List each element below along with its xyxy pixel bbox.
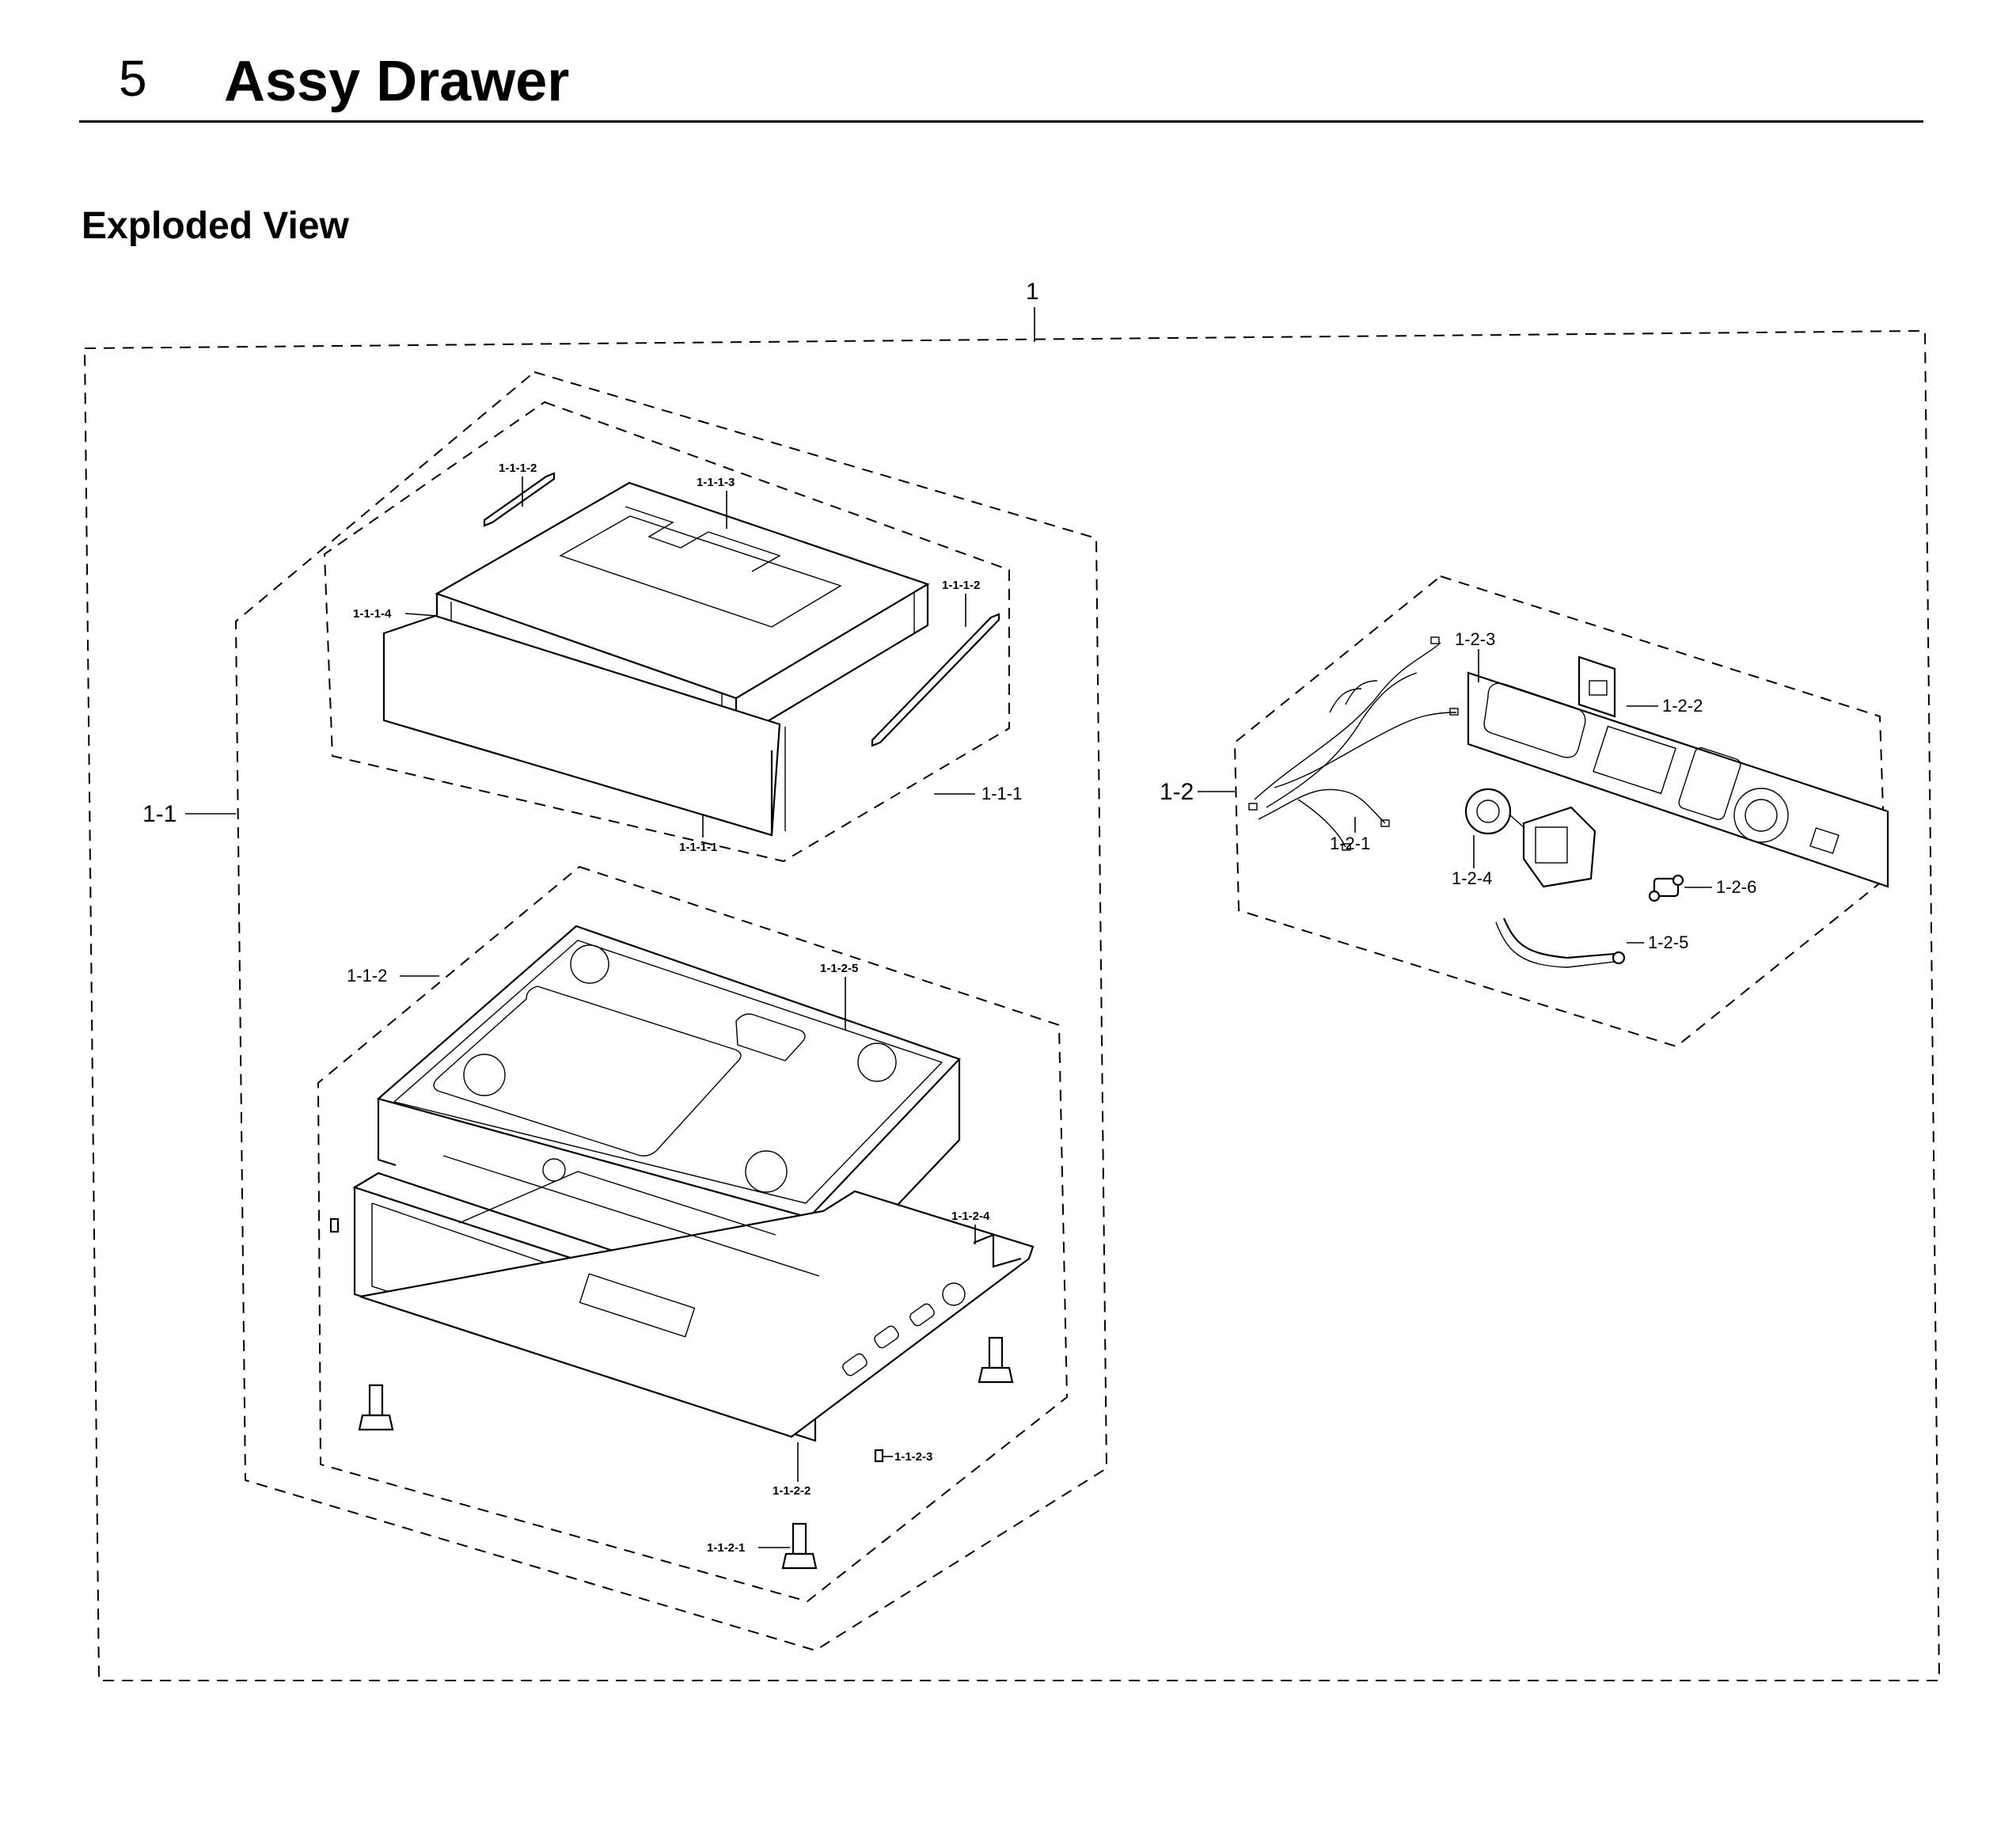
label-1-1-1-1: 1-1-1-1 <box>679 841 717 854</box>
control-bracket-part <box>1467 671 1889 888</box>
label-1-2-4: 1-2-4 <box>1452 868 1492 888</box>
title-rule <box>79 120 1923 123</box>
label-1-2-3: 1-2-3 <box>1455 629 1495 649</box>
label-1-1-1-3: 1-1-1-3 <box>697 476 735 489</box>
label-1-1-1-4: 1-1-1-4 <box>353 607 392 621</box>
subheading: Exploded View <box>82 205 349 247</box>
label-1-2-1: 1-2-1 <box>1330 834 1370 853</box>
assy-1-1-border <box>234 370 1108 1652</box>
section-number: 5 <box>119 50 147 107</box>
hose-part <box>1495 917 1626 968</box>
drawer-front-panel-part <box>382 614 786 837</box>
drawer-slide-rail-left-part <box>483 472 556 527</box>
leader-1-1-1-4 <box>404 613 438 617</box>
leveling-foot-right <box>978 1336 1014 1384</box>
label-1-2-6: 1-2-6 <box>1716 877 1756 897</box>
label-1: 1 <box>1026 279 1039 305</box>
water-valve-part <box>1464 788 1596 888</box>
label-1-1-2-1: 1-1-2-1 <box>707 1541 745 1555</box>
assy-1-1-1-border <box>323 401 1010 863</box>
assy-1-1-2-border <box>317 865 1069 1603</box>
label-1-1-2-2: 1-1-2-2 <box>773 1484 811 1498</box>
outer-assembly-border <box>84 329 1941 1681</box>
base-frame-part <box>352 1155 1035 1442</box>
label-1-2-2: 1-2-2 <box>1662 696 1703 716</box>
section-title: Assy Drawer <box>224 50 570 113</box>
pcb-bracket-part <box>1577 655 1616 718</box>
leveling-foot-left <box>358 1384 394 1431</box>
screw-small-left <box>329 1217 340 1233</box>
label-1-1-2-4: 1-1-2-4 <box>951 1210 990 1223</box>
label-1-1: 1-1 <box>142 801 177 827</box>
label-1-1-1-2-right: 1-1-1-2 <box>942 579 980 592</box>
wire-harness-part <box>1248 636 1459 851</box>
label-1-1-1-2-left: 1-1-1-2 <box>499 461 537 475</box>
label-1-1-2: 1-1-2 <box>347 966 387 986</box>
fitting-part <box>1648 874 1684 902</box>
label-1-2-5: 1-2-5 <box>1648 932 1688 952</box>
screw-small-front <box>874 1449 884 1463</box>
label-1-1-1: 1-1-1 <box>981 784 1022 803</box>
drawer-slide-rail-right-part <box>871 613 1000 747</box>
leveling-foot-front <box>781 1522 818 1570</box>
label-1-1-2-5: 1-1-2-5 <box>820 962 858 975</box>
assy-1-2-border <box>1233 575 1887 1048</box>
label-1-2: 1-2 <box>1160 779 1194 805</box>
label-1-1-2-3: 1-1-2-3 <box>894 1450 932 1464</box>
